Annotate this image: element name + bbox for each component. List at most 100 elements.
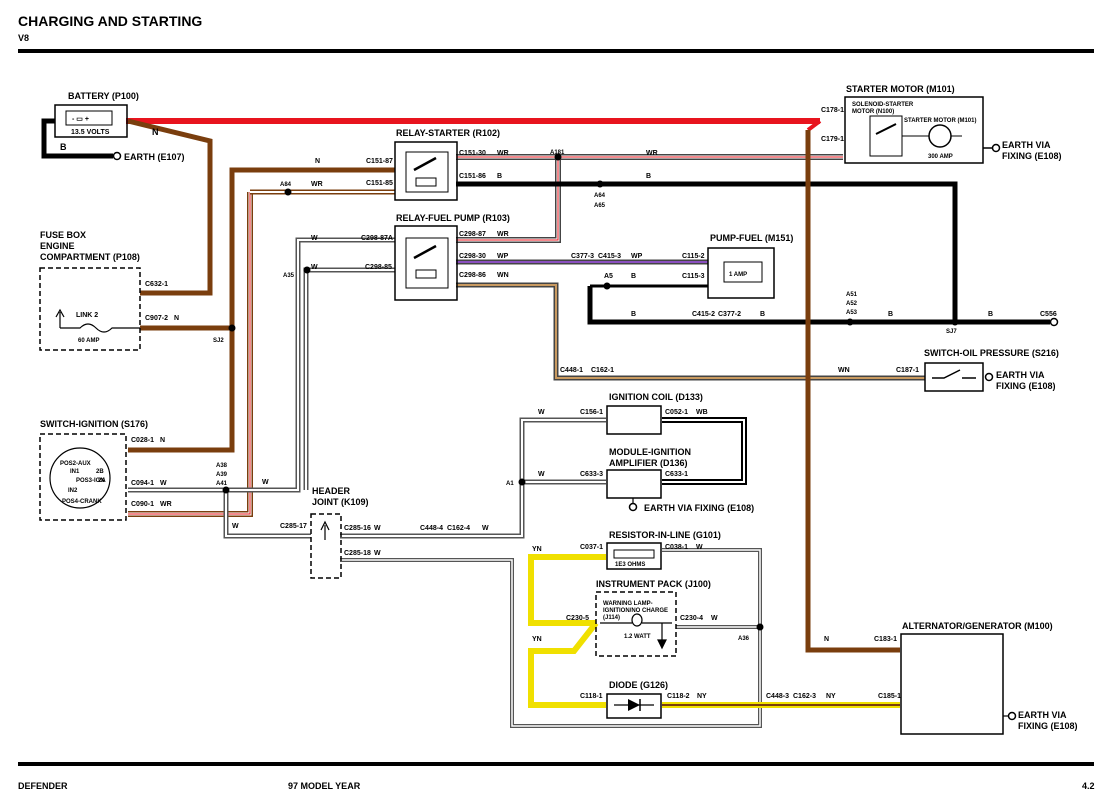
svg-text:HEADER: HEADER — [312, 486, 351, 496]
svg-text:300 AMP: 300 AMP — [928, 154, 953, 160]
svg-text:SJ7: SJ7 — [946, 329, 957, 335]
svg-text:A41: A41 — [216, 481, 228, 487]
svg-text:WB: WB — [696, 409, 708, 416]
resistor-in-line: RESISTOR-IN-LINE (G101) 1E3 OHMS — [606, 530, 721, 570]
svg-text:WN: WN — [838, 367, 850, 374]
svg-text:C115-2: C115-2 — [682, 253, 705, 260]
svg-text:C156-1: C156-1 — [580, 409, 603, 416]
instrument-pack: INSTRUMENT PACK (J100) WARNING LAMP- IGN… — [595, 579, 711, 657]
svg-text:C377-2: C377-2 — [718, 311, 741, 318]
svg-text:WR: WR — [160, 501, 172, 508]
svg-text:C298-30: C298-30 — [459, 253, 486, 260]
svg-text:A5: A5 — [604, 273, 613, 280]
battery-title: BATTERY (P100) — [68, 91, 139, 101]
ignition-coil-title: IGNITION COIL (D133) — [609, 392, 703, 402]
svg-text:NY: NY — [697, 693, 707, 700]
svg-text:2B: 2B — [96, 469, 104, 475]
svg-text:POS3-IGN: POS3-IGN — [76, 478, 105, 484]
svg-text:A36: A36 — [738, 636, 750, 642]
svg-text:C187-1: C187-1 — [896, 367, 919, 374]
splice-a51 — [846, 318, 854, 326]
resistor-title: RESISTOR-IN-LINE (G101) — [609, 530, 721, 540]
svg-text:C448-3: C448-3 — [766, 693, 789, 700]
footer-left: DEFENDER — [18, 781, 68, 791]
module-ignition: MODULE-IGNITION AMPLIFIER (D136) EARTH V… — [606, 447, 754, 513]
earth-starter-icon — [991, 143, 1001, 153]
wire-wr-fuel-relay — [456, 157, 561, 243]
splice-points — [222, 153, 959, 631]
svg-text:N: N — [160, 437, 165, 444]
svg-text:C179-1: C179-1 — [821, 136, 844, 143]
svg-text:W: W — [696, 544, 703, 551]
wire-yn-yellow — [528, 554, 606, 626]
svg-text:A39: A39 — [216, 472, 228, 478]
wire-n-alternator — [805, 130, 900, 653]
svg-text:FUSE BOX: FUSE BOX — [40, 230, 86, 240]
svg-text:B: B — [60, 142, 67, 152]
relay-starter: RELAY-STARTER (R102) — [394, 128, 500, 201]
svg-text:C151-86: C151-86 — [459, 173, 486, 180]
wire-w-coil — [340, 417, 606, 539]
switch-ignition-title: SWITCH-IGNITION (S176) — [40, 419, 148, 429]
svg-text:SOLENOID-STARTER: SOLENOID-STARTER — [852, 102, 914, 108]
svg-text:C415-3: C415-3 — [598, 253, 621, 260]
svg-text:W: W — [311, 235, 318, 242]
page-title: CHARGING AND STARTING — [18, 13, 202, 29]
svg-text:A84: A84 — [280, 182, 292, 188]
svg-text:FIXING (E108): FIXING (E108) — [1002, 151, 1062, 161]
earth-e107-icon — [112, 151, 122, 161]
splice-a36 — [756, 623, 764, 631]
svg-text:WR: WR — [646, 150, 658, 157]
svg-text:C298-86: C298-86 — [459, 272, 486, 279]
svg-text:ENGINE: ENGINE — [40, 241, 75, 251]
splice-sj7 — [951, 318, 959, 326]
svg-text:WR: WR — [497, 150, 509, 157]
svg-text:C285-18: C285-18 — [344, 550, 371, 557]
svg-text:C052-1: C052-1 — [665, 409, 688, 416]
svg-text:A65: A65 — [594, 203, 606, 209]
svg-text:1E3 OHMS: 1E3 OHMS — [615, 562, 645, 568]
svg-text:C183-1: C183-1 — [874, 636, 897, 643]
svg-text:(J114): (J114) — [603, 615, 620, 621]
svg-text:A51: A51 — [846, 292, 858, 298]
svg-text:B: B — [760, 311, 765, 318]
svg-text:C115-3: C115-3 — [682, 273, 705, 280]
svg-text:C185-1: C185-1 — [878, 693, 901, 700]
wire-n-fusebox-ignition — [128, 325, 235, 453]
splice-a181 — [554, 153, 562, 161]
svg-text:WR: WR — [497, 231, 509, 238]
c556-terminal-icon — [1049, 317, 1059, 327]
relay-starter-title: RELAY-STARTER (R102) — [396, 128, 500, 138]
svg-text:2A: 2A — [98, 478, 106, 484]
svg-text:EARTH VIA: EARTH VIA — [1002, 140, 1051, 150]
svg-text:C151-85: C151-85 — [366, 180, 393, 187]
earth-e107-label: EARTH (E107) — [124, 152, 185, 162]
svg-text:YN: YN — [532, 636, 542, 643]
svg-text:W: W — [160, 480, 167, 487]
wire-n-relay-starter — [229, 167, 395, 328]
svg-text:NY: NY — [826, 693, 836, 700]
svg-text:1 AMP: 1 AMP — [729, 272, 747, 278]
svg-text:LINK 2: LINK 2 — [76, 312, 98, 319]
pump-fuel-title: PUMP-FUEL (M151) — [710, 233, 793, 243]
bottom-rule — [18, 762, 1094, 766]
svg-text:N: N — [174, 315, 179, 322]
wire-battery-earth — [41, 118, 113, 159]
svg-text:C037-1: C037-1 — [580, 544, 603, 551]
svg-text:C028-1: C028-1 — [131, 437, 154, 444]
svg-text:B: B — [631, 311, 636, 318]
svg-text:IN1: IN1 — [70, 469, 80, 475]
svg-text:W: W — [711, 615, 718, 622]
svg-text:SJ2: SJ2 — [213, 338, 224, 344]
relay-fuel-pump-title: RELAY-FUEL PUMP (R103) — [396, 213, 510, 223]
fuse-box: FUSE BOX ENGINE COMPARTMENT (P108) LINK … — [39, 230, 141, 351]
svg-text:WN: WN — [497, 272, 509, 279]
battery: BATTERY (P100) - ▭ + 13.5 VOLTS — [54, 91, 139, 138]
svg-text:N: N — [152, 127, 159, 137]
wire-b-relay-earth — [456, 181, 958, 322]
starter-motor-title: STARTER MOTOR (M101) — [846, 84, 955, 94]
switch-ignition: SWITCH-IGNITION (S176) POS2-AUX IN1 POS3… — [39, 419, 148, 521]
svg-text:A53: A53 — [846, 310, 858, 316]
svg-text:A64: A64 — [594, 193, 606, 199]
svg-text:W: W — [374, 550, 381, 557]
